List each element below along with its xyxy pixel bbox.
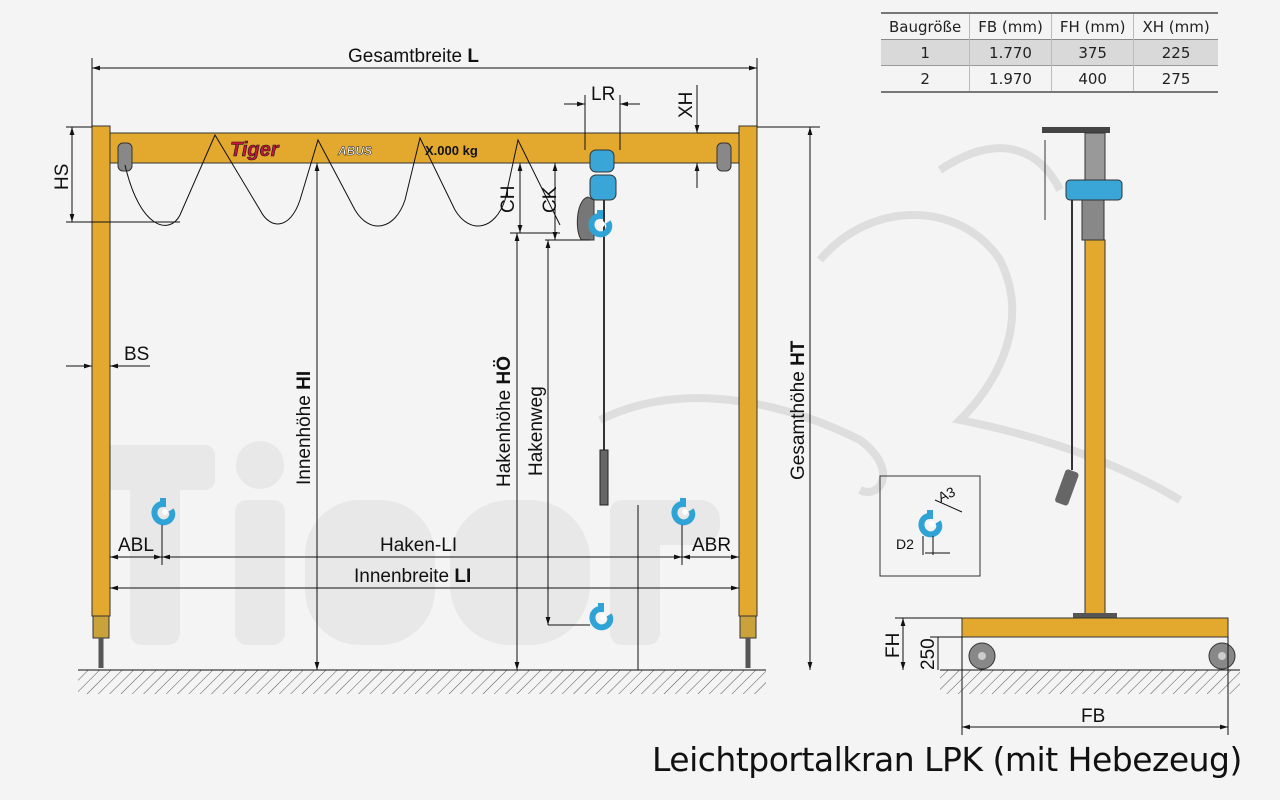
capacity-label: X.000 kg [425, 143, 478, 158]
table-cell: 275 [1133, 65, 1218, 93]
side-post [1084, 239, 1106, 616]
size-table: Baugröße FB (mm) FH (mm) XH (mm) 1 1.770… [881, 12, 1218, 93]
hs-label: HS [52, 164, 73, 190]
hoist-brand-logo: ABUS [337, 144, 372, 158]
table-cell: 1 [881, 39, 970, 66]
dimension-lines [66, 58, 820, 670]
gantry-frame: Tiger ABUS X.000 kg [91, 125, 758, 668]
a3-label: A3 [935, 483, 957, 505]
hook-detail-box [879, 475, 981, 577]
fh-label: FH [883, 633, 904, 658]
xh-label: XH [676, 92, 697, 118]
table-cell: 1.970 [969, 65, 1052, 93]
table-cell: 375 [1050, 39, 1134, 66]
chain-hoist [576, 149, 617, 506]
base-beam [961, 617, 1229, 638]
beam-brand-logo: Tiger [230, 139, 280, 161]
inner-width-label: Innenbreite LI [354, 566, 471, 587]
fh-fixed-label: 250 [918, 638, 939, 670]
right-post [738, 125, 758, 617]
side-view [879, 127, 1236, 735]
table-cell: 225 [1133, 39, 1218, 66]
table-row: 1 1.770 375 225 [881, 39, 1218, 66]
table-header: FH (mm) [1050, 12, 1134, 40]
table-cell: 1.770 [969, 39, 1052, 66]
abr-label: ABR [692, 535, 731, 556]
total-width-label: Gesamtbreite L [348, 46, 479, 67]
left-post [91, 125, 111, 617]
table-row: 2 1.970 400 275 [881, 65, 1218, 93]
fb-label: FB [1081, 706, 1105, 727]
hook-travel-label: Hakenweg [526, 386, 547, 476]
ck-label: CK [540, 186, 561, 213]
hook-li-label: Haken-LI [380, 535, 457, 556]
hook-icon [592, 603, 610, 627]
ch-label: CH [498, 186, 519, 213]
inner-height-label: Innenhöhe HI [294, 371, 315, 485]
table-cell: 400 [1050, 65, 1134, 93]
total-height-label: Gesamthöhe HT [788, 340, 809, 480]
ground [78, 669, 1240, 694]
table-header: XH (mm) [1133, 12, 1218, 40]
table-cell: 2 [881, 65, 970, 93]
abl-label: ABL [118, 535, 154, 556]
hook-height-label: Hakenhöhe HÖ [494, 356, 515, 487]
d2-label: D2 [896, 536, 914, 552]
table-header: Baugröße [881, 12, 970, 40]
lr-label: LR [591, 84, 615, 105]
diagram-title: Leichtportalkran LPK (mit Hebezeug) [652, 740, 1242, 779]
table-header: FB (mm) [969, 12, 1052, 40]
bs-label: BS [124, 344, 149, 365]
